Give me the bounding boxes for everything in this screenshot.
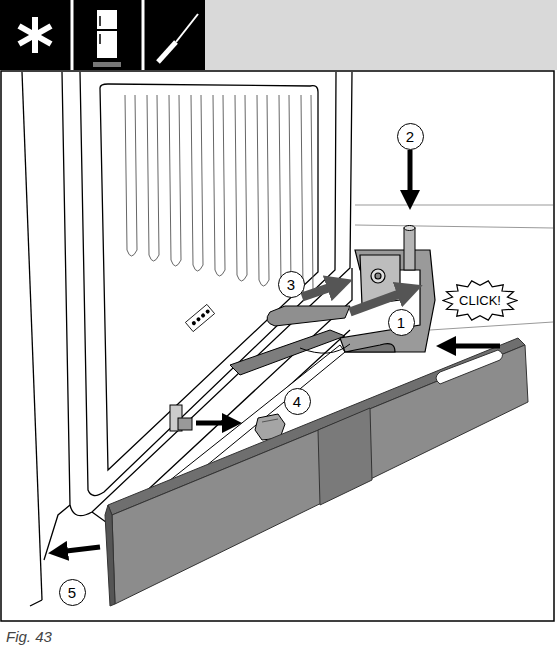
door-shelf-lines [125,95,313,296]
hinge-bracket [340,250,435,352]
shelf-line [279,95,291,291]
shelf-line [301,95,313,296]
shelf-line [235,95,247,281]
callout-number: 4 [284,388,311,415]
callout-number: 5 [59,579,86,606]
callout-number: 1 [388,309,415,336]
header-panel [205,0,557,70]
callout-number-text: 4 [293,394,301,409]
shelf-line [257,95,269,286]
hinge-pin [404,226,415,271]
plinth-panel [105,338,528,606]
shelf-line [191,95,203,271]
shelf-line [213,95,225,276]
shelf-line [125,95,137,256]
figure-caption: Fig. 43 [6,628,52,645]
shelf-line [147,95,159,261]
shelf-line [169,95,181,266]
frame [1,71,554,621]
screwdriver-icon [158,14,198,62]
callout-number: 2 [397,123,424,150]
click-starburst: CLICK! [442,280,518,321]
asterisk-icon [19,17,51,53]
lever [230,306,350,375]
header-bar [0,0,205,70]
rating-sticker [185,304,214,331]
callout-number-text: 3 [287,277,295,292]
wall-lines [355,205,553,330]
click-text: CLICK! [459,294,501,307]
callout-number: 3 [278,271,305,298]
callout-number-text: 5 [68,585,76,600]
callout-number-text: 2 [406,129,414,144]
fridge-icon [93,10,121,67]
callout-number-text: 1 [397,315,405,330]
movement-arrows [58,150,500,552]
